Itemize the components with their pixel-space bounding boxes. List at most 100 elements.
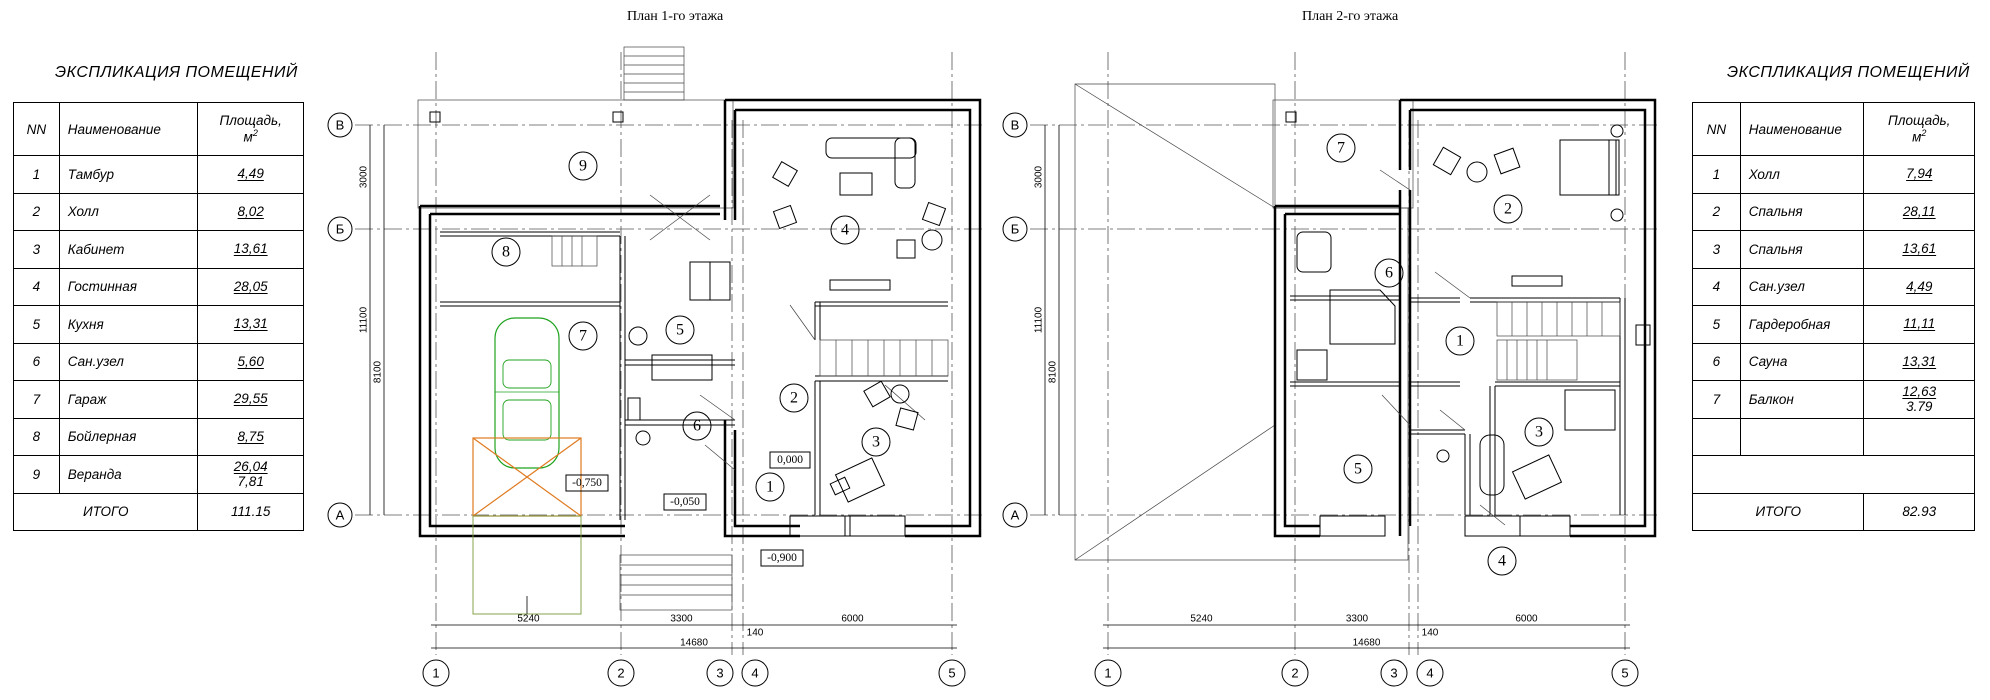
row-area: 8,75 — [197, 417, 304, 456]
row-area-value: 7,94 — [1906, 166, 1933, 182]
grid-column-bubble — [1094, 659, 1122, 687]
row-name: Спальня — [1739, 192, 1865, 231]
row-nn: 2 — [13, 192, 60, 231]
room-number: 1 — [766, 479, 774, 496]
header-area-sup: 2 — [1921, 128, 1927, 139]
plan2-doors — [1379, 169, 1651, 526]
roof-outline — [1074, 83, 1409, 561]
grid-row-label: В — [1011, 118, 1020, 133]
top-entrance-stairs — [623, 46, 685, 101]
room-number-circle — [491, 237, 521, 267]
row-area: 11,11 — [1863, 305, 1975, 344]
bottom-entrance-stairs — [619, 554, 733, 611]
grid-column-label: 5 — [948, 666, 955, 681]
grid-column-label: 2 — [617, 666, 624, 681]
grid-column-label: 2 — [1291, 666, 1298, 681]
plan1-walls — [418, 98, 982, 538]
row-area-value: 13,31 — [233, 316, 268, 332]
row-area-value: 11,11 — [1903, 316, 1936, 332]
grid-row-label: В — [336, 118, 345, 133]
row-nn: 5 — [13, 305, 60, 344]
dimension-text: 3000 — [359, 165, 370, 188]
room-number: 3 — [872, 434, 880, 451]
grid-column-label: 4 — [1426, 666, 1433, 681]
room-number-circle — [568, 321, 598, 351]
balcony-outline — [1272, 99, 1414, 209]
dimension-text: 6000 — [841, 614, 864, 625]
dimension-text: 5240 — [517, 614, 540, 625]
row-area: 13,31 — [197, 305, 304, 344]
row-nn: 7 — [13, 380, 60, 419]
grid-column-bubble — [1380, 659, 1408, 687]
header-area-sup: 2 — [252, 128, 258, 139]
grid-row-bubble — [327, 216, 353, 242]
room-number-circle — [1493, 194, 1523, 224]
room-number-circle — [861, 427, 891, 457]
row-area: 5,60 — [197, 342, 304, 381]
row-nn: 6 — [1692, 342, 1741, 381]
column — [1285, 111, 1297, 123]
room-number-circle — [1524, 417, 1554, 447]
header-area-unit: м — [243, 129, 253, 145]
room-number: 6 — [1385, 265, 1393, 282]
row-name: Веранда — [58, 455, 199, 494]
row-area-value-2: 7,81 — [237, 474, 264, 490]
veranda-outline — [417, 99, 734, 209]
row-area: 4,49 — [197, 155, 304, 194]
grid-column-label: 3 — [716, 666, 723, 681]
row-name: Сан.узел — [58, 342, 199, 381]
row-area: 13,61 — [1863, 230, 1975, 269]
row-area-value: 5,60 — [237, 353, 264, 369]
room-number: 9 — [579, 158, 587, 175]
plan1 — [355, 46, 985, 655]
elevation-box — [565, 474, 609, 492]
row-area: 13,31 — [1863, 342, 1975, 381]
elevation-box — [769, 451, 811, 469]
row-area-value: 12,63 — [1902, 383, 1937, 399]
plan2-walls — [1273, 98, 1657, 538]
table-header: NN Наименование Площадь, м2 — [13, 102, 304, 156]
row-nn: 2 — [1692, 192, 1741, 231]
row-area-value-2: 3.79 — [1906, 399, 1933, 415]
room-number-circle — [568, 151, 598, 181]
row-nn: 4 — [13, 267, 60, 306]
row-area-value: 4,49 — [1906, 278, 1933, 294]
plan1-furniture — [627, 137, 947, 503]
table-total-row: ИТОГО 111.15 — [12, 492, 304, 531]
header-area-unit: м — [1912, 129, 1922, 145]
grid-column-label: 5 — [1621, 666, 1628, 681]
dimension-text: 14680 — [680, 638, 708, 649]
grid-row-bubble — [327, 112, 353, 138]
room-number: 5 — [1354, 461, 1362, 478]
dimension-text: 8100 — [1048, 360, 1059, 383]
row-name: Гараж — [58, 380, 199, 419]
grid-row-label: А — [336, 508, 345, 523]
row-area: 28,11 — [1863, 192, 1975, 231]
grid-column-label: 1 — [432, 666, 439, 681]
dimension-text: 11100 — [1034, 306, 1045, 333]
room-number: 6 — [693, 418, 701, 435]
garage-gate-icon — [472, 437, 582, 615]
room-number: 7 — [1337, 140, 1345, 157]
grid-row-bubble — [1002, 112, 1028, 138]
row-name: Гостинная — [58, 267, 199, 306]
room-number-circle — [1374, 258, 1404, 288]
grid-column-bubble — [938, 659, 966, 687]
header-name: Наименование — [58, 102, 199, 156]
dimension-text: 3300 — [670, 614, 693, 625]
header-nn: NN — [1692, 102, 1741, 156]
header-area-label: Площадь, — [219, 112, 282, 128]
dimension-text: 3300 — [1346, 614, 1369, 625]
table2-title: ЭКСПЛИКАЦИЯ ПОМЕЩЕНИЙ — [1727, 64, 1970, 81]
dimension-text: 3000 — [1034, 165, 1045, 188]
room-number: 2 — [790, 390, 798, 407]
header-area: Площадь, м2 — [1863, 102, 1975, 156]
